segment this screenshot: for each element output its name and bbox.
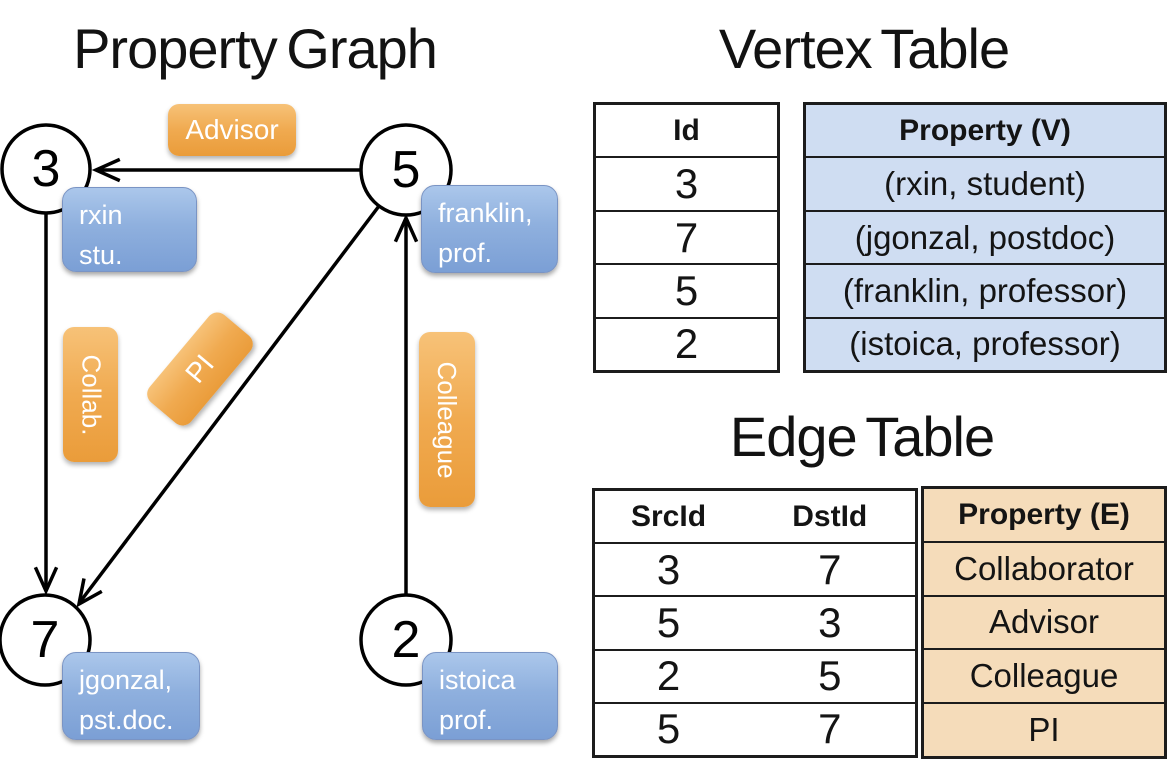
edge-label-collab-text: Collab. [76, 354, 106, 435]
node-id-7: 7 [30, 611, 60, 669]
vertex-property-header: Property (V) [806, 105, 1164, 157]
edge-label-colleague-text: Colleague [432, 360, 463, 479]
node-id-3: 3 [31, 140, 61, 198]
table-cell: (jgonzal, postdoc) [806, 209, 1164, 264]
node-label-line: rxin [79, 200, 123, 230]
edge-src-dst-columns: SrcId DstId 3 7 5 3 2 5 5 7 [592, 488, 918, 758]
table-cell: 7 [818, 545, 842, 593]
node-id-2: 2 [391, 611, 421, 669]
vertex-property-column: Property (V) (rxin, student) (jgonzal, p… [803, 102, 1167, 373]
node-label-line: prof. [439, 705, 494, 735]
table-cell: (rxin, student) [806, 156, 1164, 210]
table-cell: 5 [596, 263, 777, 316]
node-label-line: franklin, [438, 198, 533, 228]
edge-label-collab: Collab. [63, 327, 118, 462]
node-label-istoica: istoica prof. [422, 652, 558, 740]
edge-dstid-header: DstId [792, 499, 868, 533]
node-id-5: 5 [391, 141, 421, 199]
table-cell: (franklin, professor) [806, 263, 1164, 317]
node-label-line: stu. [79, 240, 123, 270]
table-row: 3 7 [595, 542, 915, 595]
table-cell: 3 [818, 599, 842, 646]
property-graph-title: Property Graph [73, 17, 438, 80]
table-cell: 5 [656, 599, 681, 646]
edge-label-colleague: Colleague [419, 332, 475, 507]
node-label-line: prof. [438, 238, 493, 268]
edge-property-column: Property (E) Collaborator Advisor Collea… [921, 486, 1167, 759]
table-cell: 5 [656, 705, 681, 753]
node-label-line: jgonzal, [79, 665, 173, 695]
node-label-jgonzal: jgonzal, pst.doc. [62, 652, 200, 740]
vertex-id-header: Id [673, 113, 700, 147]
arrowhead-at-7-diagonal [76, 578, 103, 608]
table-cell: 3 [656, 545, 681, 593]
table-cell: 3 [596, 156, 777, 209]
table-row: 5 7 [595, 701, 915, 755]
table-cell: 5 [818, 652, 842, 700]
vertex-id-column: Id 3 7 5 2 [593, 102, 780, 373]
edge-table-title: Edge Table [729, 405, 995, 468]
edge-label-advisor: Advisor [168, 104, 296, 156]
edge-property-header: Property (E) [924, 489, 1164, 541]
edge-5-to-7 [78, 204, 381, 604]
node-label-rxin: rxin stu. [62, 187, 197, 272]
table-cell: (istoica, professor) [806, 316, 1164, 371]
table-cell: 2 [656, 652, 681, 700]
table-cell: 2 [596, 316, 777, 370]
arrowhead-at-7-vertical [33, 566, 59, 596]
arrowhead-at-3 [91, 157, 121, 183]
table-row: SrcId DstId [595, 491, 915, 542]
table-cell: Colleague [924, 648, 1164, 703]
table-row: 2 5 [595, 648, 915, 702]
table-cell: Collaborator [924, 540, 1164, 595]
node-label-line: istoica [439, 665, 516, 695]
table-cell: 7 [596, 209, 777, 263]
vertex-table-title: Vertex Table [718, 17, 1010, 80]
node-label-franklin: franklin, prof. [421, 185, 558, 273]
node-label-line: pst.doc. [79, 705, 174, 735]
table-cell: Advisor [924, 594, 1164, 649]
arrowhead-at-5 [393, 213, 419, 243]
table-cell: 7 [818, 705, 842, 753]
edge-srcid-header: SrcId [630, 499, 707, 533]
table-cell: PI [924, 702, 1164, 756]
table-row: 5 3 [595, 595, 915, 648]
